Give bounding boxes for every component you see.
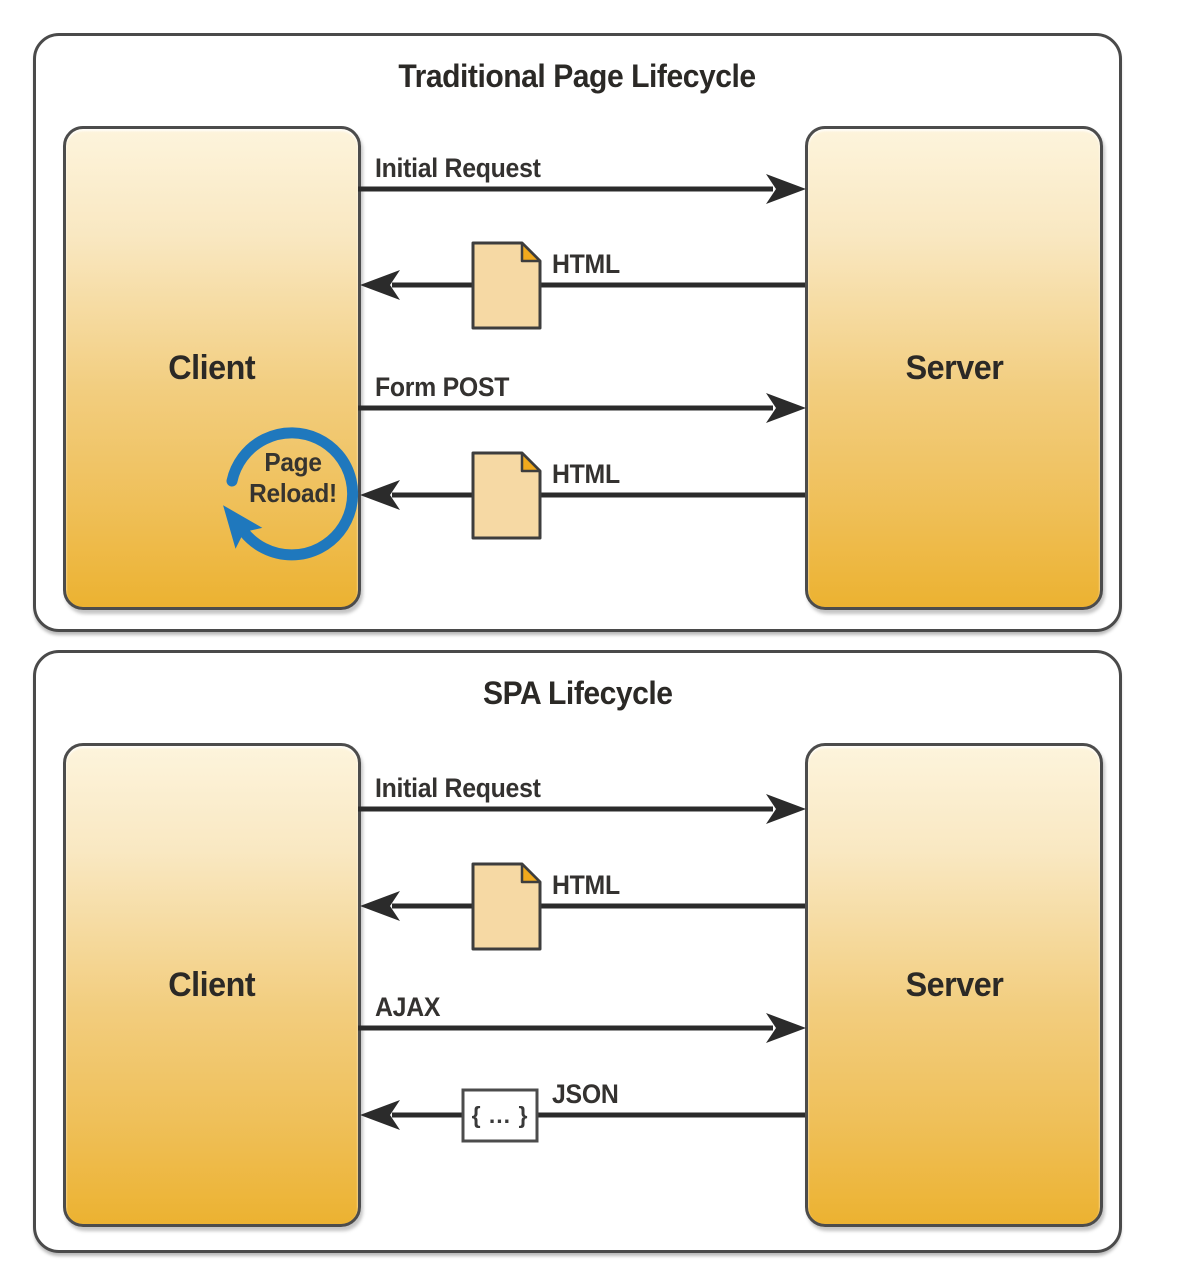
arrow-label-form-post: Form POST	[375, 372, 510, 402]
traditional-wires	[223, 174, 806, 561]
arrow-label-html: HTML	[552, 870, 620, 900]
arrowhead-left-icon	[360, 270, 400, 300]
arrow-ajax	[358, 1013, 806, 1043]
arrow-label-ajax: AJAX	[375, 992, 441, 1022]
panel-spa-lifecycle: SPA Lifecycle Client Server	[33, 650, 1122, 1253]
arrowhead-left-icon	[360, 480, 400, 510]
json-braces-text: { ... }	[471, 1102, 529, 1128]
arrow-initial-request	[358, 174, 806, 204]
arrow-initial-request	[358, 794, 806, 824]
arrowhead-right-icon	[766, 1013, 806, 1043]
arrow-label-html-2: HTML	[552, 459, 620, 489]
arrowhead-right-icon	[766, 393, 806, 423]
client-box: Client	[63, 126, 361, 610]
page-reload-line2: Reload!	[249, 478, 337, 508]
page-reload-line1: Page	[264, 447, 322, 477]
arrow-label-initial-request: Initial Request	[375, 773, 541, 803]
panel-title-spa: SPA Lifecycle	[36, 675, 1119, 712]
client-label: Client	[168, 348, 256, 387]
page-reload-badge: Page Reload!	[220, 447, 366, 509]
html-document-icon	[471, 451, 542, 540]
arrow-form-post	[358, 393, 806, 423]
json-braces-icon	[461, 1088, 539, 1143]
arrowhead-right-icon	[766, 174, 806, 204]
panel-title-traditional: Traditional Page Lifecycle	[36, 58, 1119, 95]
client-box: Client	[63, 743, 361, 1227]
panel-title-text: SPA Lifecycle	[482, 675, 673, 711]
server-box: Server	[805, 743, 1103, 1227]
arrow-json-response	[360, 1100, 805, 1130]
arrowhead-right-icon	[766, 794, 806, 824]
client-label: Client	[168, 965, 256, 1004]
server-box: Server	[805, 126, 1103, 610]
spa-wires	[358, 794, 806, 1143]
html-document-icon	[471, 241, 542, 330]
page-reload-circle-arrow-icon	[223, 427, 359, 561]
panel-title-text: Traditional Page Lifecycle	[398, 58, 757, 94]
arrow-html-response-1	[360, 270, 805, 300]
arrow-label-initial-request: Initial Request	[375, 153, 541, 183]
arrowhead-left-icon	[360, 1100, 400, 1130]
arrowhead-left-icon	[360, 891, 400, 921]
arrow-label-html-1: HTML	[552, 249, 620, 279]
html-document-icon	[471, 862, 542, 951]
server-label: Server	[905, 965, 1003, 1004]
arrow-html-response-2	[360, 480, 805, 510]
server-label: Server	[905, 348, 1003, 387]
arrow-html-response	[360, 891, 805, 921]
panel-traditional-lifecycle: Traditional Page Lifecycle Client Server	[33, 33, 1122, 632]
arrow-label-json: JSON	[552, 1079, 619, 1109]
